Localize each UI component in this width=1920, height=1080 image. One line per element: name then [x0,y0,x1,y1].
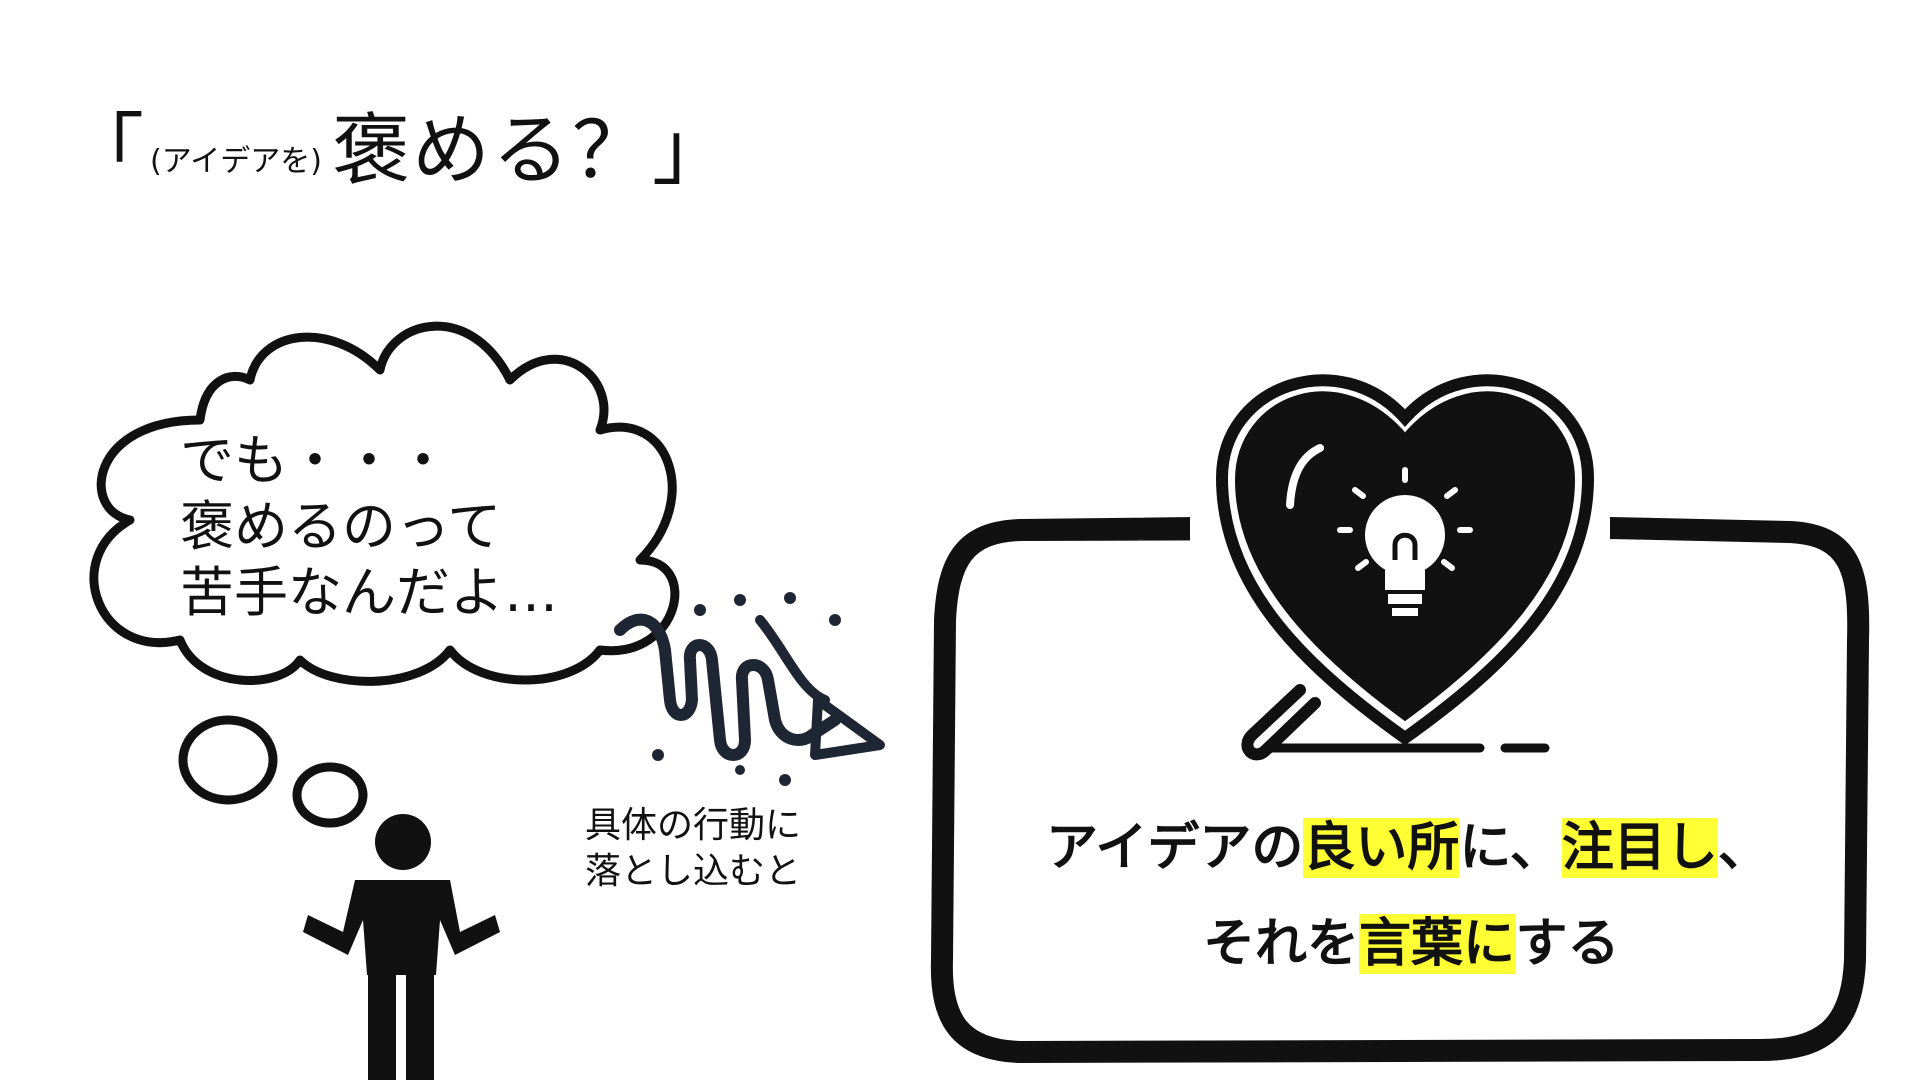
card-phrase: 、 [1717,818,1770,878]
card-text-line-2: それを言葉にする [1203,914,1620,974]
wavy-arrow-icon [614,613,885,761]
thought-text: でも・・・ 褒めるのって 苦手なんだよ… [180,429,558,624]
person-shrugging-icon [303,814,500,1080]
arrow-caption: 具体の行動に 落とし込むと [585,805,802,892]
card-phrase: する [1515,914,1620,974]
title-open-bracket: 「 [66,106,147,196]
title-close-bracket: 」 [651,106,732,196]
card-phrase: アイデアの [1046,818,1304,878]
card-phrase: それを [1203,914,1360,974]
card-frame [930,517,1870,1063]
highlighted-phrase: 良い所 [1303,818,1460,878]
highlighted-phrase: 言葉に [1359,914,1516,974]
card-phrase: に、 [1459,818,1562,878]
heart-magnifier-lightbulb-icon [1190,365,1610,785]
title-prefix: (アイデアを) [150,144,322,179]
highlighted-phrase: 注目し [1561,818,1718,878]
page-title: 「(アイデアを)褒める？」 [66,112,732,190]
arrow-dots [652,592,841,786]
card-text-line-1: アイデアの良い所に、注目し、 [1046,818,1770,878]
thought-cloud-icon [89,321,680,828]
title-main: 褒める？ [331,106,652,196]
